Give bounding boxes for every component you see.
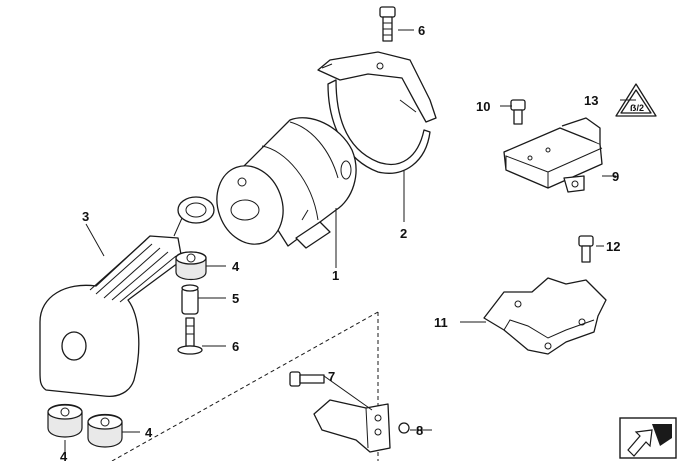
small-bracket — [313, 399, 410, 453]
callout-9: 9 — [612, 169, 619, 184]
callout-2: 2 — [400, 226, 407, 241]
bolt-part-10 — [510, 99, 526, 125]
callout-11: 11 — [434, 315, 448, 330]
callout-13: 13 — [584, 93, 598, 108]
callout-5: 5 — [232, 291, 239, 306]
bolt-lower — [177, 317, 203, 355]
bolt-top — [379, 6, 396, 42]
callout-6-top: 6 — [418, 23, 425, 38]
bolt-part-7 — [289, 371, 325, 387]
direction-arrow-icon — [619, 417, 677, 459]
callout-12: 12 — [606, 239, 620, 254]
spacer-sleeve — [181, 284, 199, 315]
warning-label-text: ẞ/2 — [630, 103, 644, 113]
bushing-upper — [175, 251, 207, 281]
callout-4-bottom-left: 4 — [60, 449, 68, 461]
callout-1: 1 — [332, 268, 339, 283]
leader-lines — [64, 29, 636, 452]
callout-6-lower: 6 — [232, 339, 239, 354]
mounting-plate — [483, 277, 607, 355]
sensor — [503, 117, 603, 193]
callout-4-bottom-right: 4 — [145, 425, 153, 440]
mounting-bracket — [317, 51, 437, 174]
callout-3: 3 — [82, 209, 89, 224]
bushing-bottom-left — [47, 403, 83, 438]
callout-7: 7 — [328, 369, 335, 384]
hydraulic-unit — [216, 117, 357, 249]
callout-8: 8 — [416, 423, 423, 438]
bushing-bottom-right — [87, 413, 123, 448]
large-mount-arm — [39, 196, 215, 398]
callout-10: 10 — [476, 99, 490, 114]
bolt-part-12 — [578, 235, 594, 263]
dashed-divider-diagonal — [111, 311, 379, 461]
callout-4-upper: 4 — [232, 259, 240, 274]
